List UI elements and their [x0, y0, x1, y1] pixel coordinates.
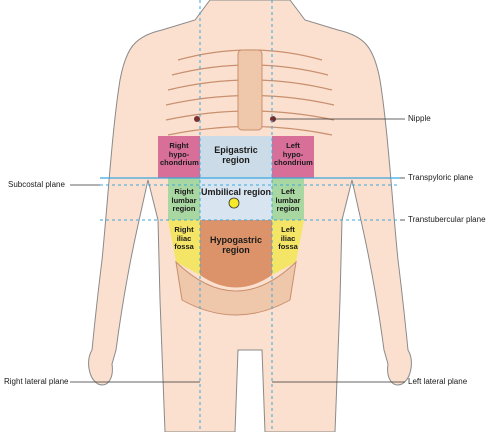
right-iliac-region [168, 220, 200, 275]
transpyloric-plane-label: Transpyloric plane [408, 173, 474, 182]
epigastric-region [200, 136, 272, 178]
epigastric-label: Epigastric region [214, 145, 258, 166]
umbilicus [228, 197, 240, 209]
left-hypochondrium-label: Left hypo- chondrium [274, 141, 313, 168]
planes [100, 0, 400, 432]
leader-lines [70, 118, 405, 383]
right-iliac-label: Right iliac fossa [174, 225, 194, 252]
hypogastric-label: Hypogastric region [209, 235, 262, 256]
sternum [237, 49, 263, 131]
left-hypochondrium-region [272, 136, 314, 178]
hypogastric-region [200, 220, 272, 288]
subcostal-plane-label: Subcostal plane [8, 180, 65, 189]
left-lumbar-label: Left lumbar region [275, 187, 301, 214]
right-hypochondrium-region [158, 136, 200, 178]
transtubercular-plane-label: Transtubercular plane [408, 215, 486, 224]
pelvis [175, 260, 297, 316]
left-lateral-plane-label: Left lateral plane [408, 377, 468, 386]
right-lateral-plane-label: Right lateral plane [4, 377, 69, 386]
right-nipple [194, 116, 200, 122]
left-iliac-label: Left iliac fossa [278, 225, 298, 252]
nipple-label: Nipple [408, 114, 431, 123]
right-hypochondrium-label: Right hypo- chondrium [160, 141, 199, 168]
left-iliac-region [272, 220, 304, 275]
right-lumbar-label: Right lumbar region [171, 187, 197, 214]
umbilical-label: Umbilical region [200, 187, 271, 197]
